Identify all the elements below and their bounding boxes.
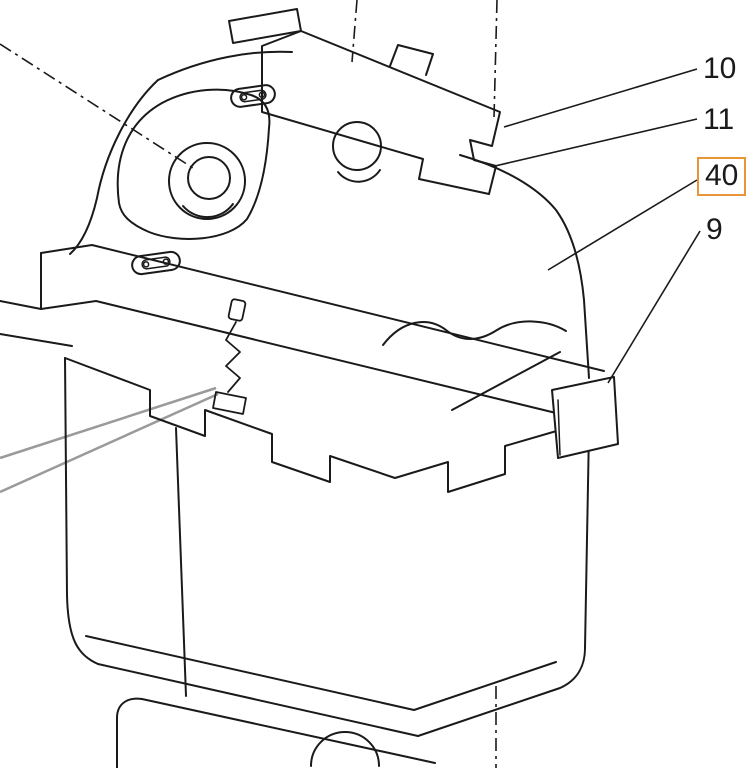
filler-cap-inner	[187, 156, 231, 200]
slot-fitting-left	[131, 250, 181, 276]
cover-plate-hole-arc	[337, 169, 381, 183]
box-bottom-edge	[97, 663, 419, 737]
box-inner-bottom-line	[85, 635, 557, 711]
cover-plate-tab	[228, 8, 302, 44]
leader-9	[607, 230, 701, 384]
band-left-stub-1	[0, 300, 42, 310]
tank-top-edge	[157, 50, 293, 81]
tank-assembly	[0, 8, 619, 768]
bottom-circle-arc	[310, 731, 380, 767]
tank-right-edge	[459, 154, 590, 379]
tank-contour-line	[451, 351, 561, 411]
gray-leader-lines	[0, 386, 219, 494]
breather-valve	[212, 298, 247, 415]
callout-label-40-highlighted[interactable]: 40	[697, 157, 747, 196]
filler-boss-outline	[116, 88, 271, 240]
callout-leader-lines	[494, 68, 701, 384]
bottom-mat-corner	[116, 697, 436, 768]
box-front-crease	[175, 427, 187, 697]
leader-10	[503, 68, 698, 128]
centerline-top-right	[493, 0, 498, 119]
centerline-top-left	[351, 0, 358, 63]
tank-contour-wave	[382, 320, 567, 346]
box-right-edge	[417, 429, 590, 737]
strap-bracket-line	[557, 399, 561, 456]
cover-plate-step	[389, 44, 434, 76]
leader-11	[494, 118, 698, 167]
centerline-group	[0, 0, 498, 768]
callout-label-11[interactable]: 11	[703, 103, 735, 136]
tank-left-edge	[69, 79, 159, 255]
callout-label-9[interactable]: 9	[706, 213, 723, 246]
cover-plate-hole	[332, 121, 382, 171]
filler-cap-arc	[182, 203, 234, 219]
band-left-stub-2	[0, 333, 73, 347]
strap-bracket	[551, 376, 619, 459]
centerline-diagonal	[0, 43, 197, 171]
box-rim-staircase	[64, 357, 561, 493]
box-left-edge	[64, 357, 99, 665]
callout-label-10[interactable]: 10	[703, 52, 737, 85]
band-bottom-edge	[40, 252, 557, 414]
cover-plate-main	[261, 30, 501, 195]
band-top-edge	[40, 244, 605, 372]
filler-cap-outer	[168, 142, 246, 220]
leader-40	[547, 179, 698, 271]
